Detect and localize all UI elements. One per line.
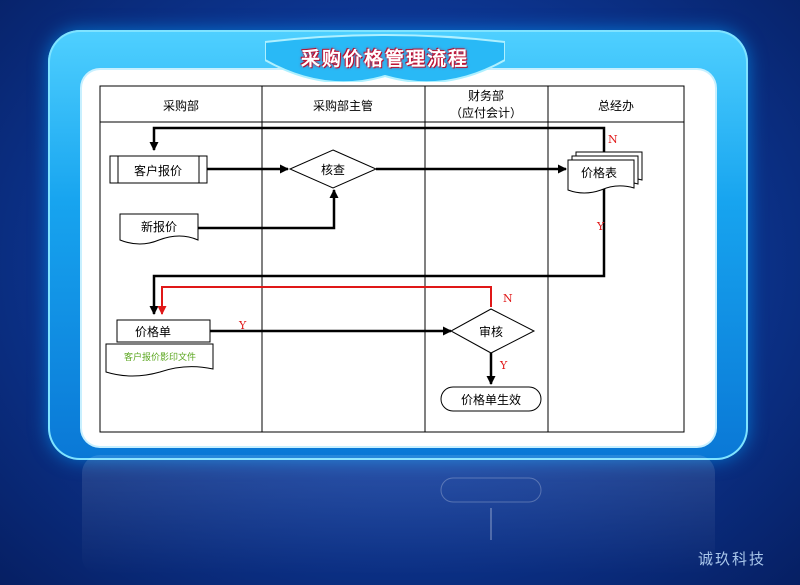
reflection-shapes (440, 477, 542, 540)
lane-header-general-office: 总经办 (598, 98, 634, 113)
node-price-sheet-label: 价格单 (135, 324, 171, 339)
node-customer-quote: 客户报价 (109, 155, 208, 184)
arrow-new-to-check (198, 189, 339, 230)
node-effective: 价格单生效 (440, 386, 542, 412)
edge-label-review-no: N (503, 292, 513, 305)
node-effective-label: 价格单生效 (461, 392, 521, 407)
flow-connectors (149, 126, 606, 385)
node-print-file-label: 客户报价影印文件 (124, 351, 196, 363)
lane-header-purchasing-supervisor: 采购部主管 (313, 98, 373, 113)
node-customer-quote-label: 客户报价 (134, 163, 182, 178)
edge-label-sheet-yes: Y (238, 319, 247, 332)
lane-header-finance: 财务部 (468, 88, 504, 103)
title-banner (265, 34, 505, 82)
reflection-decoration (82, 455, 715, 575)
node-new-quote: 新报价 (119, 213, 199, 245)
edge-label-review-yes: Y (499, 359, 508, 372)
node-new-quote-label: 新报价 (141, 219, 177, 234)
lane-header-purchasing: 采购部 (163, 98, 199, 113)
node-price-sheet: 价格单 (116, 319, 211, 343)
brand-watermark: 诚玖科技 (698, 550, 767, 568)
page-title: 采购价格管理流程 (300, 48, 469, 70)
diagram-panel (82, 70, 715, 446)
swimlane-table (99, 85, 685, 433)
node-price-table-label: 价格表 (581, 165, 617, 180)
lane-header-finance-sub: （应付会计） (450, 105, 522, 120)
node-price-table: 价格表 (567, 151, 643, 194)
node-review: 审核 (449, 308, 536, 354)
arrow-table-no-to-quote (149, 126, 606, 166)
node-review-label: 审核 (479, 324, 503, 339)
edge-label-table-no: N (608, 133, 618, 146)
arrow-review-no-to-sheet (157, 286, 492, 315)
node-print-file: 客户报价影印文件 (105, 343, 214, 377)
arrow-table-yes-to-sheet (149, 186, 606, 315)
node-check-label: 核查 (321, 163, 345, 177)
node-check: 核查 (288, 149, 378, 189)
edge-label-table-yes: Y (596, 220, 605, 233)
